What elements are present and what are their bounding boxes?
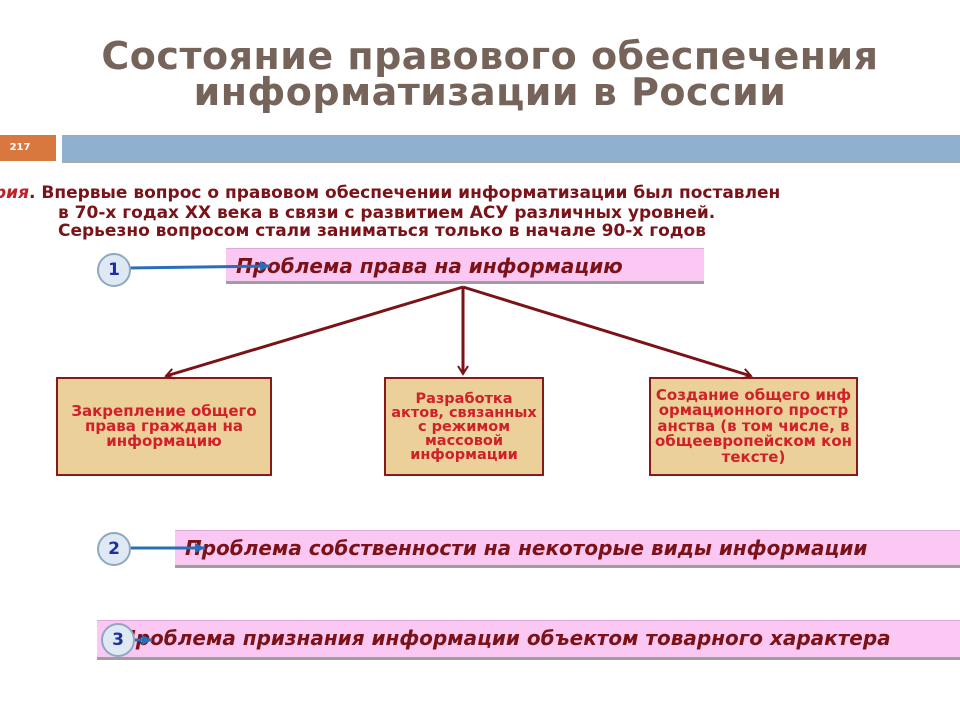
header-bar-underline	[62, 161, 960, 163]
intro-line-1-text: . Впервые вопрос о правовом обеспечении …	[29, 183, 781, 203]
intro-line-2: в 70-х годах XX века в связи с развитием…	[58, 203, 716, 223]
problem-1-number-badge: 1	[97, 253, 131, 287]
problem-3-label: Проблема признания информации объектом т…	[119, 626, 891, 650]
subitem-2-label: Разработка актов, связанных с режимом ма…	[391, 390, 537, 463]
problem-1-label: Проблема права на информацию	[236, 254, 623, 278]
problem-2-number-badge: 2	[97, 532, 131, 566]
subitem-1-label: Закрепление общего права граждан на инфо…	[71, 402, 257, 450]
intro-lead: рия	[0, 183, 29, 203]
title-line-2: информатизации в России	[193, 70, 787, 114]
title-line-1: Состояние правового обеспечения	[101, 34, 879, 78]
problem-1-box: Проблема права на информацию	[226, 248, 704, 284]
subitem-3-box: Создание общего информационного простран…	[649, 377, 858, 476]
subitem-1-box: Закрепление общего права граждан на инфо…	[56, 377, 272, 476]
header-bar	[62, 135, 960, 161]
intro-line-1: рия. Впервые вопрос о правовом обеспечен…	[0, 184, 780, 202]
slide-number: 217	[9, 142, 31, 153]
connector-1	[127, 261, 271, 272]
problem-2-label: Проблема собственности на некоторые виды…	[185, 536, 868, 560]
problem-3-box: Проблема признания информации объектом т…	[97, 620, 960, 660]
problem-3-number-badge: 3	[101, 623, 135, 657]
slide-number-bar	[0, 135, 56, 161]
problem-2-box: Проблема собственности на некоторые виды…	[175, 530, 960, 568]
subitem-3-label: Создание общего информационного простран…	[655, 385, 852, 466]
subitem-2-box: Разработка актов, связанных с режимом ма…	[384, 377, 544, 476]
arrow-to-subitem-1	[164, 285, 464, 380]
slide-title: Состояние правового обеспечения информат…	[0, 34, 960, 114]
arrow-to-subitem-3	[462, 285, 753, 380]
intro-line-3: Серьезно вопросом стали заниматься тольк…	[58, 221, 706, 241]
